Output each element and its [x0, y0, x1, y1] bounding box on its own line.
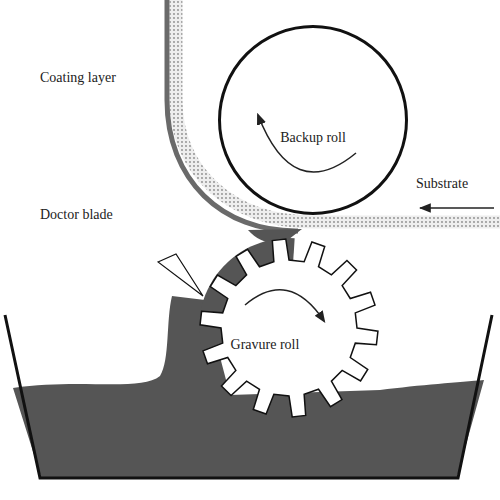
rotation-arrow: [258, 115, 356, 172]
coating-pan: [5, 315, 492, 478]
gravure-roll-outline: [194, 233, 384, 423]
backup-roll: Backup roll: [218, 25, 408, 215]
roll-name: Gravure roll: [231, 337, 300, 353]
gravure-roll: Gravure roll: [194, 233, 384, 423]
doctor-blade: [158, 254, 203, 296]
backup-roll-outline: [218, 25, 408, 215]
roll-circle: [220, 27, 407, 214]
blade-label: Doctor blade: [40, 207, 113, 223]
rotation-arrow: [245, 290, 324, 321]
substrate-label: Substrate: [416, 176, 468, 192]
roll-name: Backup roll: [280, 130, 346, 146]
gear-outline: [200, 239, 378, 417]
direction-arrow: [420, 207, 494, 209]
coating-label: Coating layer: [40, 70, 116, 86]
substrate-web: [176, 0, 500, 222]
